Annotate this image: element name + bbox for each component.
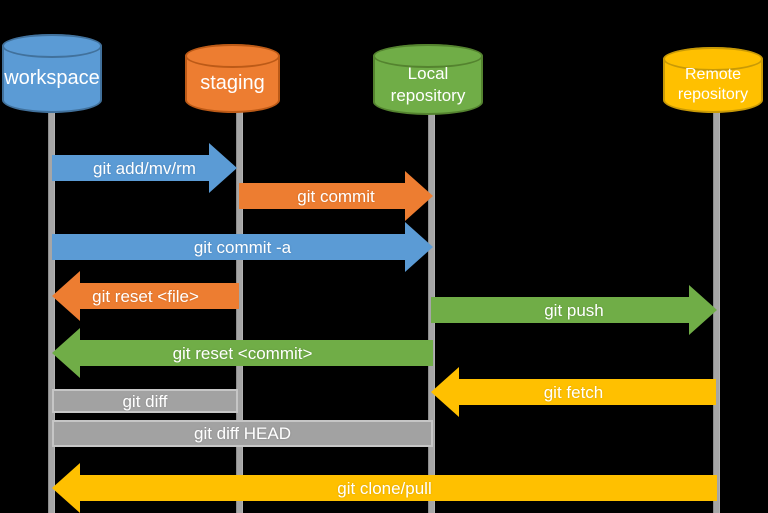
arrow-label-git-reset-commit: git reset <commit> <box>172 343 313 363</box>
bar-label-git-diff-head: git diff HEAD <box>193 424 291 443</box>
node-label-staging: staging <box>200 72 265 94</box>
arrow-label-git-commit-a: git commit -a <box>193 237 292 257</box>
arrow-git-reset-file: git reset <file> <box>52 271 239 321</box>
lifeline-workspace <box>48 106 55 513</box>
cylinder-staging: staging <box>185 44 280 113</box>
lifeline-staging <box>236 106 243 513</box>
bar-label-git-diff: git diff <box>122 391 168 411</box>
node-label-workspace: workspace <box>4 67 100 89</box>
arrow-git-clone-pull: git clone/pull <box>52 463 717 513</box>
cylinder-workspace: workspace <box>2 34 102 113</box>
arrow-label-git-push: git push <box>544 300 604 320</box>
arrow-label-git-commit: git commit <box>297 186 375 206</box>
cylinder-local-repository: Local repository <box>373 44 483 115</box>
node-label-local-repository: Local repository <box>390 64 466 105</box>
arrow-git-push: git push <box>431 285 717 335</box>
lifeline-remote-repository <box>713 106 720 513</box>
arrow-label-git-reset-file: git reset <file> <box>92 286 199 306</box>
bar-git-diff-head: git diff HEAD <box>52 420 433 447</box>
arrow-label-git-clone-pull: git clone/pull <box>337 478 432 498</box>
cylinder-remote-repository: Remote repository <box>663 47 763 113</box>
arrow-git-fetch: git fetch <box>431 367 716 417</box>
arrow-git-add: git add/mv/rm <box>52 143 237 193</box>
arrow-label-git-fetch: git fetch <box>543 382 604 402</box>
arrow-git-commit: git commit <box>239 171 433 221</box>
arrow-label-git-add: git add/mv/rm <box>93 158 196 178</box>
bar-git-diff: git diff <box>52 389 238 413</box>
node-label-remote-repository: Remote repository <box>677 66 749 103</box>
